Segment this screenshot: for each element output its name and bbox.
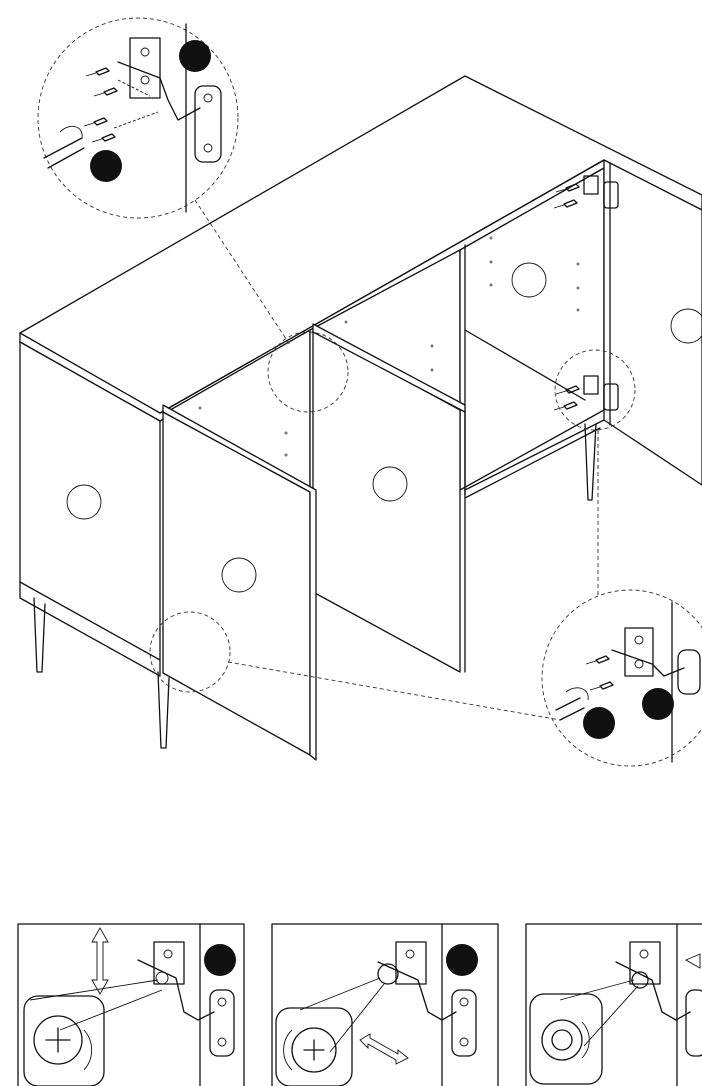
hinge-bottom-right [553,375,619,411]
adjust-panel-horizontal [271,923,499,1086]
hardware-badge-g [642,688,674,720]
cabinet [19,75,702,761]
door-13-right [603,159,702,486]
hardware-badge-e-right [583,707,615,739]
hardware-badge-e [90,150,122,182]
hinge-top-right [553,175,619,209]
inset-top-left [43,23,222,213]
inset-right [555,601,701,763]
legs [33,423,597,749]
hardware-badge-f [179,40,211,72]
callout-leaders [37,17,702,767]
part-labels [66,262,702,593]
adjust-panel-depth [525,923,702,1086]
adjust-panel-vertical [17,923,245,1086]
